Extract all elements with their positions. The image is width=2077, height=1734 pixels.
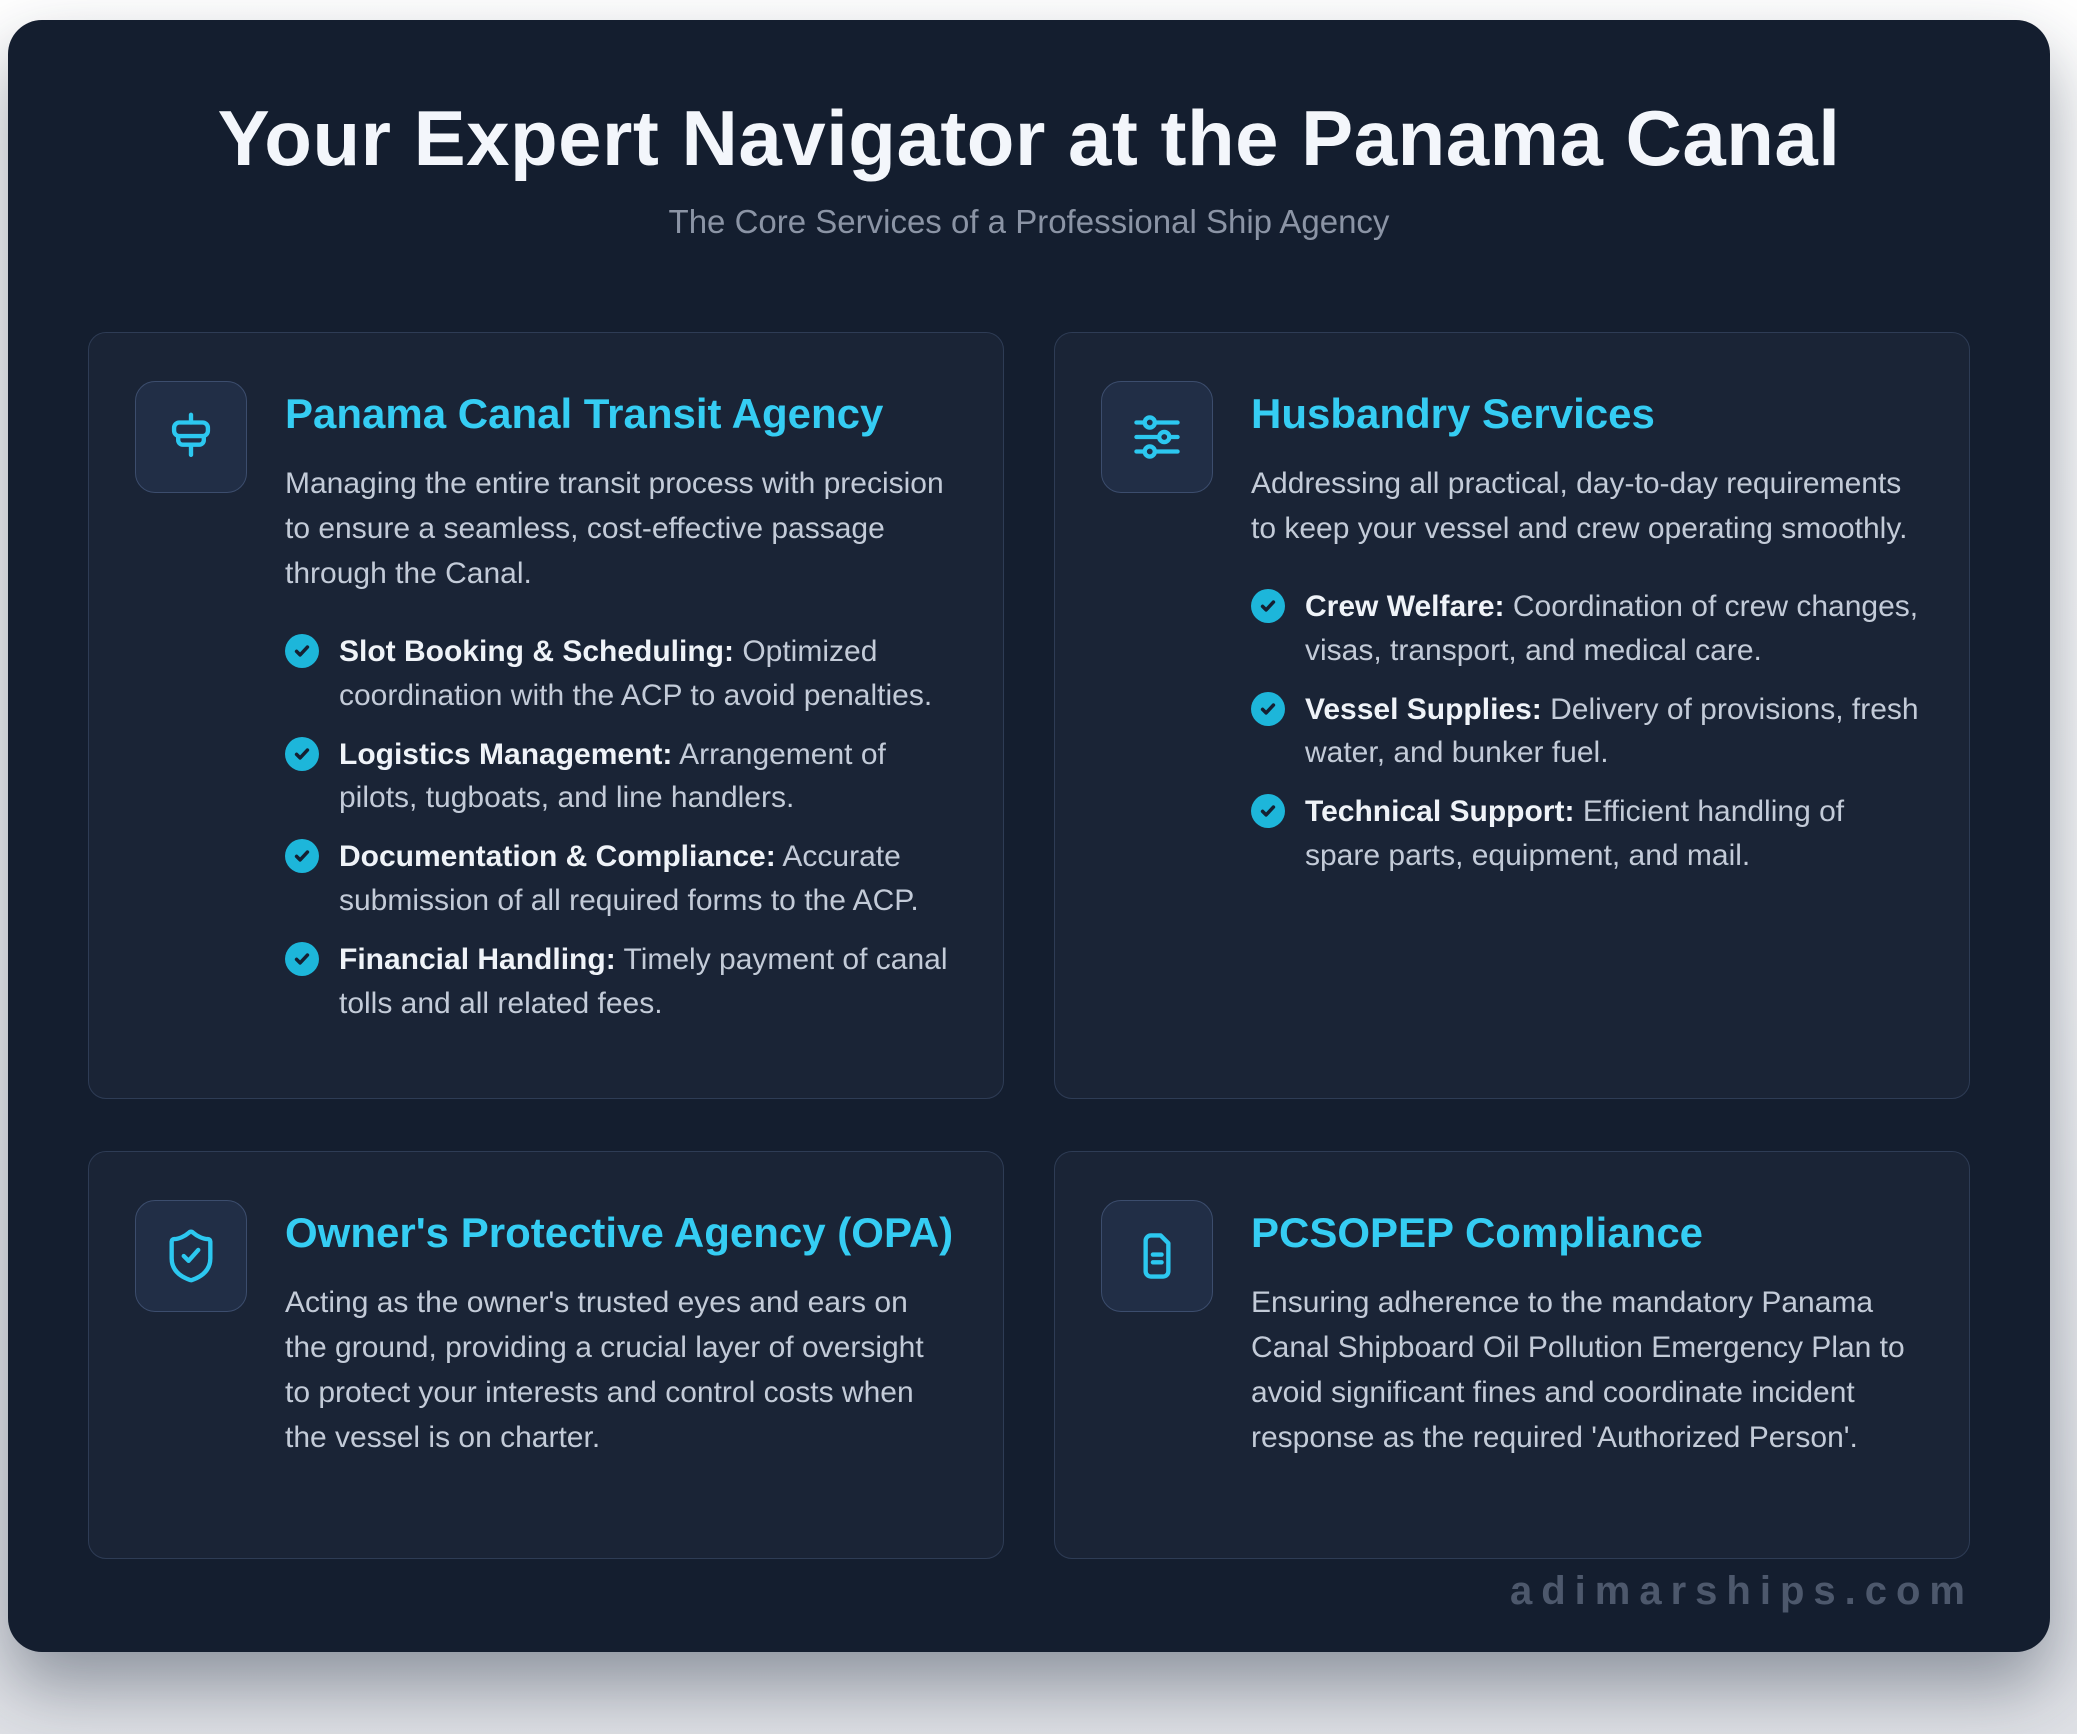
file-text-icon: [1128, 1227, 1186, 1285]
bullet-text: Accurate submission of all required form…: [339, 840, 919, 918]
check-icon: [1251, 691, 1285, 726]
bullet-item: Slot Booking & Scheduling: Optimized coo…: [285, 630, 957, 718]
card-title: Husbandry Services: [1251, 390, 1655, 438]
watermark-url: adimarships.com: [1509, 1569, 1974, 1613]
bullet-text: Optimized coordination with the ACP to a…: [339, 635, 933, 712]
bullet-label: Vessel Supplies:: [1305, 692, 1542, 726]
bullet-list: Crew Welfare: Coordination of crew chang…: [1251, 585, 1923, 878]
sliders-icon: [1128, 408, 1186, 466]
card-description: Addressing all practical, day-to-day req…: [1251, 467, 1908, 546]
card-title: PCSOPEP Compliance: [1251, 1209, 1704, 1257]
bullet-label: Technical Support:: [1305, 795, 1575, 829]
bullet-item: Financial Handling: Timely payment of ca…: [285, 938, 957, 1026]
bullet-item: Vessel Supplies: Delivery of provisions,…: [1251, 688, 1923, 776]
check-icon: [285, 941, 319, 976]
bullet-label: Slot Booking & Scheduling:: [339, 635, 734, 669]
bullet-text: Efficient handling of spare parts, equip…: [1305, 795, 1845, 873]
check-icon: [285, 736, 319, 771]
card-husbandry-services: Husbandry Services Addressing all practi…: [1054, 332, 1970, 1100]
icon-box: [1101, 1200, 1213, 1313]
card-title: Panama Canal Transit Agency: [285, 390, 884, 438]
check-icon: [1251, 589, 1285, 624]
services-grid: Panama Canal Transit Agency Managing the…: [88, 332, 1970, 1560]
bullet-text: Timely payment of canal tolls and all re…: [339, 942, 948, 1020]
icon-box: [1101, 381, 1213, 494]
card-content: Owner's Protective Agency (OPA) Acting a…: [285, 1198, 957, 1460]
bullet-label: Documentation & Compliance:: [339, 840, 776, 874]
check-icon: [1251, 794, 1285, 829]
bullet-text: Coordination of crew changes, visas, tra…: [1305, 590, 1919, 667]
card-description: Ensuring adherence to the mandatory Pana…: [1251, 1286, 1905, 1455]
check-icon: [285, 839, 319, 874]
card-title: Owner's Protective Agency (OPA): [285, 1209, 954, 1257]
card-description: Acting as the owner's trusted eyes and e…: [285, 1286, 924, 1455]
infographic-panel: Your Expert Navigator at the Panama Cana…: [8, 20, 2050, 1652]
page-title: Your Expert Navigator at the Panama Cana…: [217, 94, 1841, 182]
card-pcsopep-compliance: PCSOPEP Compliance Ensuring adherence to…: [1054, 1151, 1970, 1560]
bullet-label: Financial Handling:: [339, 942, 616, 976]
card-owners-protective-agency: Owner's Protective Agency (OPA) Acting a…: [88, 1151, 1004, 1560]
page-subtitle: The Core Services of a Professional Ship…: [668, 202, 1390, 240]
bullet-item: Crew Welfare: Coordination of crew chang…: [1251, 585, 1923, 673]
bullet-item: Documentation & Compliance: Accurate sub…: [285, 835, 957, 923]
icon-box: [135, 381, 247, 494]
bullet-list: Slot Booking & Scheduling: Optimized coo…: [285, 630, 957, 1025]
card-description: Managing the entire transit process with…: [285, 467, 944, 591]
bullet-text: Arrangement of pilots, tugboats, and lin…: [339, 737, 886, 815]
card-content: Husbandry Services Addressing all practi…: [1251, 379, 1923, 893]
card-transit-agency: Panama Canal Transit Agency Managing the…: [88, 332, 1004, 1100]
check-icon: [285, 634, 319, 669]
card-content: PCSOPEP Compliance Ensuring adherence to…: [1251, 1198, 1923, 1460]
bullet-item: Logistics Management: Arrangement of pil…: [285, 733, 957, 821]
shield-check-icon: [162, 1227, 220, 1285]
ship-icon: [162, 408, 220, 466]
bullet-item: Technical Support: Efficient handling of…: [1251, 790, 1923, 878]
bullet-text: Delivery of provisions, fresh water, and…: [1305, 692, 1919, 770]
bullet-label: Crew Welfare:: [1305, 590, 1505, 624]
card-content: Panama Canal Transit Agency Managing the…: [285, 379, 957, 1040]
icon-box: [135, 1200, 247, 1313]
bullet-label: Logistics Management:: [339, 737, 673, 771]
